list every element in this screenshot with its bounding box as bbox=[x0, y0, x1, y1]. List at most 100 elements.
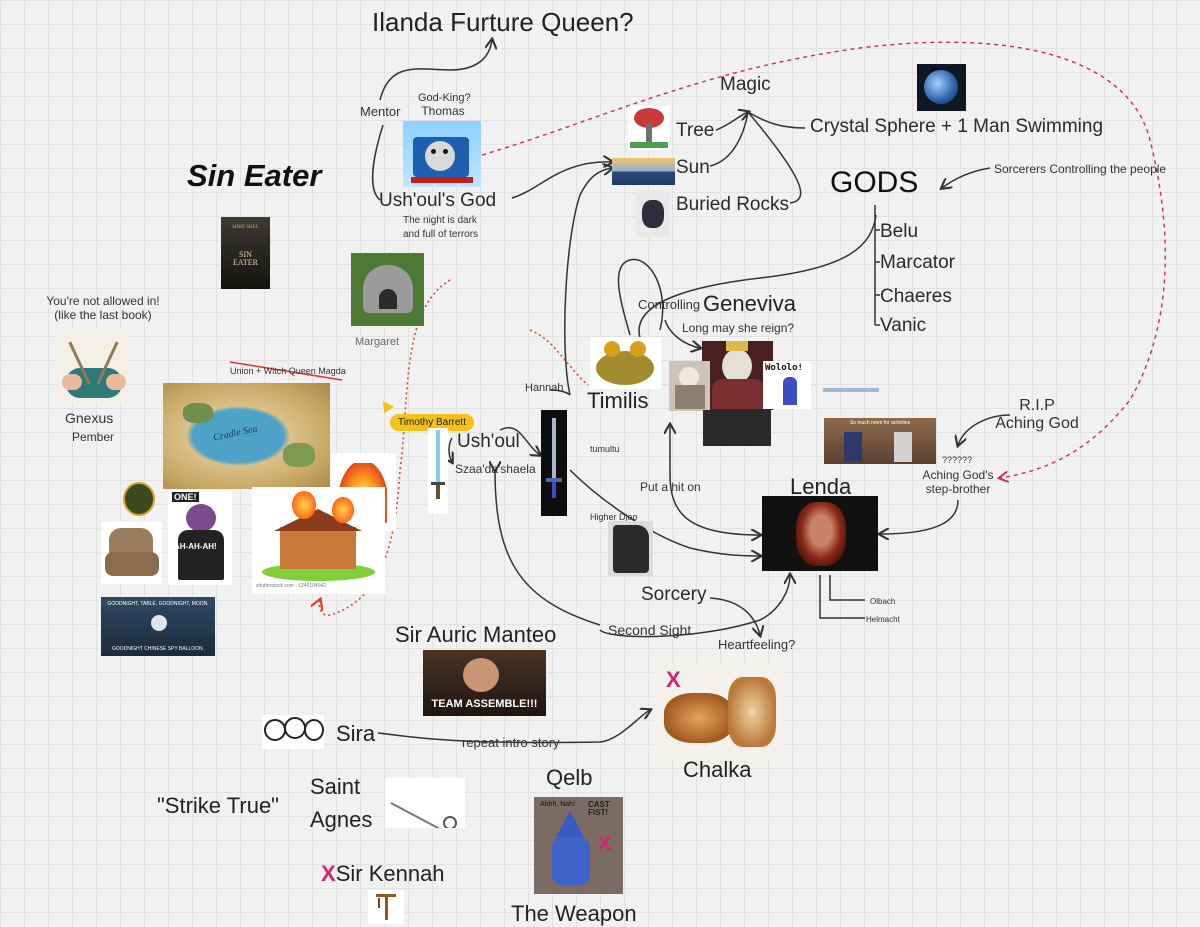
chalka-label: Chalka bbox=[683, 757, 752, 782]
team-assemble-text: TEAM ASSEMBLE!!! bbox=[431, 698, 538, 710]
aching-bro-label: Aching God's step-brother bbox=[918, 468, 998, 497]
chaeres-label: Chaeres bbox=[880, 286, 952, 307]
qelb-image[interactable]: Ahhh, Nah! CAST FIST! X bbox=[534, 797, 623, 894]
ilanda-label: Ilanda Furture Queen? bbox=[372, 7, 634, 37]
recliner-image[interactable] bbox=[101, 522, 162, 584]
crystal-sphere-image[interactable] bbox=[917, 64, 966, 111]
rip-line2: Aching God bbox=[995, 415, 1079, 433]
second-sight-label: Second Sight bbox=[608, 622, 692, 638]
not-allowed-line2: (like the last book) bbox=[54, 307, 152, 322]
question-label: ?????? bbox=[942, 455, 973, 465]
rosetta-stone-image[interactable] bbox=[608, 521, 653, 576]
tree-image[interactable] bbox=[628, 106, 670, 150]
sin-eater-title: Sin Eater bbox=[187, 158, 322, 193]
count-ahahah-text: AH-AH-AH! bbox=[174, 542, 217, 551]
goodnight-line2: GOODNIGHT CHINESE SPY BALLOON. bbox=[111, 646, 205, 652]
sir-kennah-text: Sir Kennah bbox=[335, 861, 445, 886]
sorcery-label: Sorcery bbox=[641, 584, 707, 605]
repeat-intro-label: repeat intro story bbox=[462, 735, 560, 750]
sin-eater-book-cover[interactable]: MIKE SHEL SIN EATER bbox=[221, 217, 270, 289]
szaa-label: Szaa'da'shaela bbox=[455, 462, 536, 476]
challah-bread-image[interactable]: X bbox=[654, 663, 784, 759]
strike-true-label: "Strike True" bbox=[157, 793, 279, 818]
skulls-image[interactable] bbox=[262, 715, 324, 749]
burning-house-image[interactable]: shutterstock.com · 1246104042 bbox=[252, 487, 385, 594]
book-title-line1: SIN bbox=[239, 250, 252, 259]
map-sea-text: Cradle Sea bbox=[212, 423, 259, 444]
thomas-image[interactable] bbox=[403, 121, 481, 187]
sun-label: Sun bbox=[676, 157, 710, 178]
qelb-nah-text: Ahhh, Nah! bbox=[540, 801, 576, 808]
lenda-image[interactable] bbox=[762, 496, 878, 571]
so-much-room-text: So much room for activities bbox=[849, 420, 911, 426]
gods-label: GODS bbox=[830, 166, 919, 199]
olbach-label: Olbach bbox=[870, 597, 896, 606]
count-image[interactable]: ONE! AH-AH-AH! bbox=[168, 490, 232, 585]
wololo-text: Wololo! bbox=[765, 363, 803, 373]
heartfeeling-label: Heartfeeling? bbox=[718, 637, 796, 652]
hypnotoad-image[interactable] bbox=[590, 337, 661, 389]
buried-rock-image[interactable] bbox=[636, 190, 670, 237]
pember-label: Pember bbox=[72, 430, 115, 444]
blue-sword-image[interactable] bbox=[428, 428, 448, 514]
goodnight-line1: GOODNIGHT, TABLE. GOODNIGHT, MOON. bbox=[107, 601, 209, 607]
book-title-line2: EATER bbox=[233, 258, 258, 267]
sira-label: Sira bbox=[336, 721, 376, 746]
gnexus-label: Gnexus bbox=[65, 410, 114, 426]
god-king-label: God-King? Thomas bbox=[418, 92, 471, 118]
patch-image[interactable] bbox=[123, 482, 155, 516]
qelb-label: Qelb bbox=[546, 765, 593, 790]
magic-label: Magic bbox=[720, 74, 771, 95]
gallows-icon bbox=[368, 890, 404, 924]
helmacht-label: Helmacht bbox=[866, 615, 900, 624]
saint-label: Saint bbox=[310, 774, 361, 799]
god-king-line2: Thomas bbox=[421, 103, 465, 118]
tumultu-label: tumultu bbox=[590, 444, 620, 454]
sir-auric-label: Sir Auric Manteo bbox=[395, 622, 557, 647]
qelb-x-mark: X bbox=[598, 833, 612, 855]
hannah-label: Hannah bbox=[525, 382, 564, 394]
higher-djao-label: Higher Djao bbox=[590, 512, 638, 522]
rapier-image[interactable] bbox=[385, 778, 465, 828]
marcator-label: Marcator bbox=[880, 252, 955, 273]
aching-bro-line2: step-brother bbox=[925, 481, 991, 496]
fantasy-map-image[interactable]: Cradle Sea bbox=[163, 383, 330, 489]
sun-image[interactable] bbox=[612, 158, 675, 185]
crystal-label: Crystal Sphere + 1 Man Swimming bbox=[810, 116, 1104, 137]
night-line1: The night is dark bbox=[403, 215, 477, 226]
spy-balloon-image[interactable]: GOODNIGHT, TABLE. GOODNIGHT, MOON. GOODN… bbox=[101, 597, 215, 656]
sir-kennah-label: XSir Kennah bbox=[321, 861, 445, 886]
union-label: Union + Witch Queen Magda bbox=[230, 366, 346, 376]
dark-scene-image[interactable] bbox=[703, 410, 771, 446]
wololo-image[interactable]: Wololo! bbox=[763, 361, 811, 409]
small-bar-image bbox=[823, 388, 879, 392]
timothy-tag[interactable]: Timothy Barrett bbox=[390, 414, 474, 431]
sorcerers-label: Sorcerers Controlling the people bbox=[994, 162, 1167, 176]
night-line2: and full of terrors bbox=[403, 229, 479, 240]
ghost-figure-image[interactable] bbox=[669, 361, 710, 411]
knitting-image[interactable] bbox=[58, 330, 129, 403]
qelb-cast-fist-text: CAST FIST! bbox=[588, 800, 610, 817]
book-title-text: SIN EATER bbox=[221, 251, 270, 267]
agnes-label: Agnes bbox=[310, 807, 373, 832]
rip-line1: R.I.P bbox=[1019, 397, 1055, 414]
mentor-label: Mentor bbox=[360, 104, 401, 119]
belu-label: Belu bbox=[880, 221, 919, 242]
step-brothers-image[interactable]: So much room for activities bbox=[824, 418, 936, 464]
geneviva-label: Geneviva bbox=[703, 291, 796, 316]
not-allowed-label: You're not allowed in! (like the last bo… bbox=[28, 294, 178, 323]
put-hit-label: Put a hit on bbox=[640, 480, 701, 494]
vanic-label: Vanic bbox=[880, 315, 927, 336]
margaret-label: Margaret bbox=[355, 336, 400, 348]
aching-bro-line1: Aching God's bbox=[922, 468, 994, 482]
memorial-stone-image[interactable] bbox=[351, 253, 424, 326]
god-king-line1: God-King? bbox=[418, 92, 471, 104]
chalka-x-mark: X bbox=[666, 667, 681, 692]
master-sword-image[interactable] bbox=[541, 410, 567, 516]
buried-rocks-label: Buried Rocks bbox=[676, 194, 789, 215]
geneviva-image[interactable] bbox=[702, 341, 773, 410]
the-weapon-label: The Weapon bbox=[511, 901, 637, 926]
team-assemble-image[interactable]: TEAM ASSEMBLE!!! bbox=[423, 650, 546, 716]
not-allowed-line1: You're not allowed in! bbox=[46, 294, 160, 308]
